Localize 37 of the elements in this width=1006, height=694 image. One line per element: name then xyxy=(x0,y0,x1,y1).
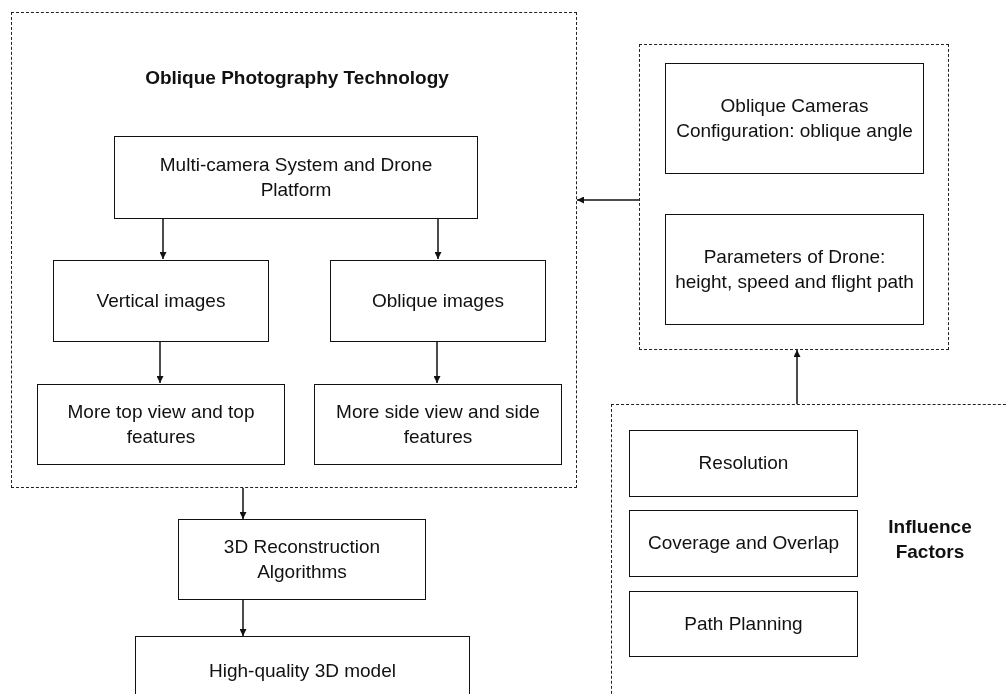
box-label: Oblique images xyxy=(372,288,504,313)
box-label: High-quality 3D model xyxy=(209,658,396,683)
box-label: Path Planning xyxy=(684,611,803,636)
box-label: Parameters of Drone: height, speed and flight path xyxy=(674,244,915,294)
box-label: Resolution xyxy=(698,451,789,476)
process-box xyxy=(665,63,924,174)
box-label: Oblique Cameras Configuration: oblique angle xyxy=(675,93,914,143)
group-heading: Influence Factors xyxy=(887,515,973,564)
box-label: Multi-camera System and Drone Platform xyxy=(158,152,434,202)
box-label: Vertical images xyxy=(96,288,226,313)
process-box xyxy=(53,260,269,342)
box-label: More side view and side features xyxy=(335,399,541,449)
process-box xyxy=(37,384,285,465)
box-label: More top view and top features xyxy=(66,399,256,449)
process-box xyxy=(178,519,426,600)
arrow xyxy=(434,217,442,260)
process-box xyxy=(135,636,470,694)
process-box xyxy=(629,591,858,657)
group-heading: Oblique Photography Technology xyxy=(144,65,450,90)
dashed-group-frame xyxy=(639,44,949,350)
arrow xyxy=(156,340,164,384)
arrow xyxy=(239,599,247,637)
arrow xyxy=(239,487,247,520)
process-box xyxy=(114,136,478,219)
box-label: Coverage and Overlap xyxy=(647,531,840,556)
process-box xyxy=(629,430,858,497)
dashed-group-frame xyxy=(11,12,577,488)
arrow xyxy=(159,217,167,260)
process-box xyxy=(330,260,546,342)
arrow xyxy=(433,340,441,384)
arrow xyxy=(576,196,640,204)
dashed-group-frame xyxy=(611,404,1006,694)
arrow xyxy=(793,349,801,405)
process-box xyxy=(314,384,562,465)
box-label: 3D Reconstruction Algorithms xyxy=(222,534,382,584)
process-box xyxy=(629,510,858,577)
process-box xyxy=(665,214,924,325)
